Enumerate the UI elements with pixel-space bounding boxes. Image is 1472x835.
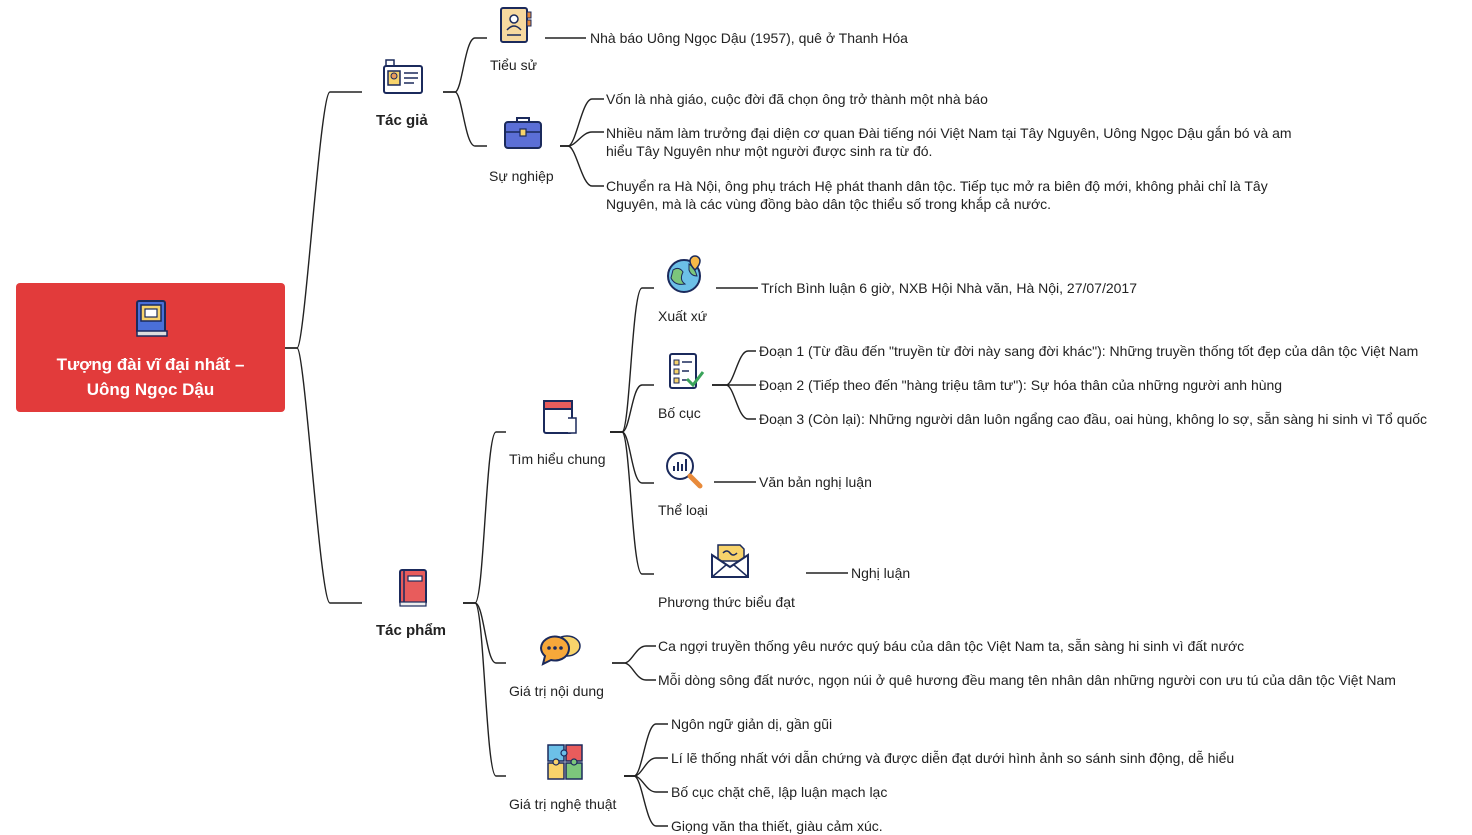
noi-dung-item-2: Mỗi dòng sông đất nước, ngọn núi ở quê h…	[658, 672, 1396, 688]
root-title-line1: Tượng đài vĩ đại nhất –	[56, 355, 245, 374]
nghe-thuat-item-1: Ngôn ngữ giản dị, gần gũi	[671, 716, 833, 732]
su-nghiep-node[interactable]: Sự nghiệp	[489, 168, 554, 184]
su-nghiep-item-3: Chuyển ra Hà Nội, ông phụ trách Hệ phát …	[606, 178, 1268, 212]
su-nghiep-item-1: Vốn là nhà giáo, cuộc đời đã chọn ông tr…	[606, 91, 988, 107]
nghe-thuat-item-2: Lí lẽ thống nhất với dẫn chứng và được d…	[671, 750, 1235, 766]
tim-hieu-chung-node[interactable]: Tìm hiểu chung	[509, 451, 606, 467]
noi-dung-item-1: Ca ngợi truyền thống yêu nước quý báu củ…	[658, 638, 1245, 654]
bo-cuc-item-3: Đoạn 3 (Còn lại): Những người dân luôn n…	[759, 411, 1428, 427]
bo-cuc-item-1: Đoạn 1 (Từ đầu đến "truyền từ đời này sa…	[759, 343, 1419, 359]
tieu-su-text: Nhà báo Uông Ngọc Dậu (1957), quê ở Than…	[590, 30, 908, 46]
calendar-icon	[543, 400, 577, 434]
phuong-thuc-node[interactable]: Phương thức biểu đạt	[658, 594, 795, 610]
the-loai-node[interactable]: Thể loại	[658, 502, 708, 518]
envelope-icon	[711, 544, 749, 578]
the-loai-text: Văn bản nghị luận	[759, 474, 872, 490]
bo-cuc-item-2: Đoạn 2 (Tiếp theo đến "hàng triệu tâm tư…	[759, 377, 1283, 393]
chat-bubble-icon	[539, 635, 581, 666]
root-title-line2: Uông Ngọc Dậu	[86, 380, 215, 399]
puzzle-icon	[547, 744, 583, 780]
book-icon	[136, 300, 168, 337]
nghe-thuat-item-4: Giọng văn tha thiết, giàu cảm xúc.	[671, 818, 883, 834]
tieu-su-node[interactable]: Tiểu sử	[490, 57, 537, 73]
gia-tri-nghe-thuat-node[interactable]: Giá trị nghệ thuật	[509, 796, 617, 812]
xuat-xu-text: Trích Bình luận 6 giờ, NXB Hội Nhà văn, …	[761, 280, 1137, 296]
tac-pham-node[interactable]: Tác phẩm	[376, 622, 447, 639]
briefcase-icon	[504, 117, 542, 149]
checklist-icon	[669, 353, 705, 389]
profile-icon	[500, 7, 532, 43]
phuong-thuc-text: Nghị luận	[851, 565, 911, 581]
notebook-icon	[399, 569, 427, 607]
root-topic[interactable]: Tượng đài vĩ đại nhất – Uông Ngọc Dậu	[16, 283, 285, 412]
gia-tri-noi-dung-node[interactable]: Giá trị nội dung	[509, 683, 604, 699]
xuat-xu-node[interactable]: Xuất xứ	[658, 308, 708, 324]
su-nghiep-item-2: Nhiều năm làm trưởng đại diện cơ quan Đà…	[606, 125, 1292, 159]
globe-pin-icon	[667, 255, 701, 293]
bo-cuc-node[interactable]: Bố cục	[658, 405, 701, 421]
nghe-thuat-item-3: Bố cục chặt chẽ, lập luận mạch lạc	[671, 784, 888, 800]
id-card-icon	[383, 59, 423, 94]
tac-gia-node[interactable]: Tác giả	[376, 112, 428, 129]
chart-magnifier-icon	[666, 452, 703, 489]
